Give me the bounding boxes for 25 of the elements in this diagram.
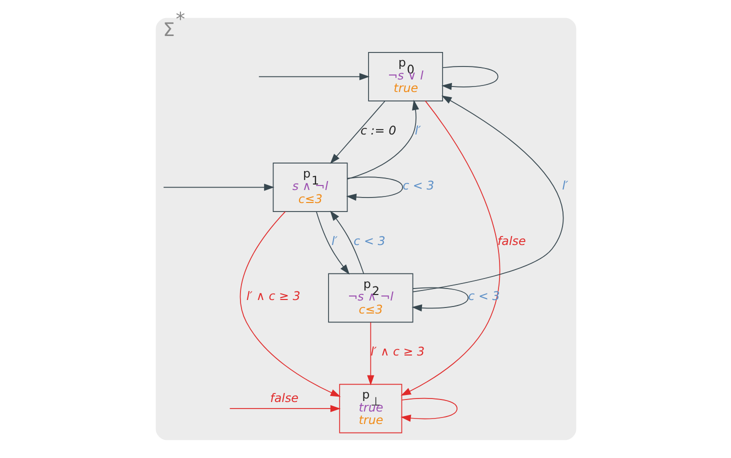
edge-label: l′ ∧ c ≥ 3 bbox=[370, 344, 424, 359]
arrow bbox=[240, 211, 340, 397]
arrow bbox=[411, 287, 468, 312]
arrow bbox=[400, 100, 500, 396]
arrow bbox=[316, 211, 350, 275]
arrow bbox=[228, 405, 340, 412]
edge-label: l′ bbox=[414, 123, 420, 138]
arrow bbox=[441, 66, 498, 90]
arrow bbox=[330, 210, 364, 274]
arrow bbox=[400, 398, 457, 422]
edge-label: c < 3 bbox=[353, 234, 385, 248]
arrow bbox=[258, 73, 370, 80]
edge-label: c := 0 bbox=[360, 123, 396, 138]
edge-label: l′ ∧ c ≥ 3 bbox=[246, 289, 300, 304]
arrow bbox=[330, 100, 385, 164]
arrow bbox=[412, 96, 564, 292]
arrow bbox=[346, 100, 419, 180]
edge-label: l′ bbox=[562, 178, 568, 193]
arrow bbox=[162, 184, 274, 191]
edge-label: c < 3 bbox=[402, 178, 434, 193]
edge-label: false bbox=[270, 390, 298, 405]
edge-label: false bbox=[496, 234, 526, 248]
edge-label: l′ bbox=[331, 234, 338, 248]
arrow bbox=[346, 176, 403, 201]
arrow bbox=[366, 322, 374, 386]
